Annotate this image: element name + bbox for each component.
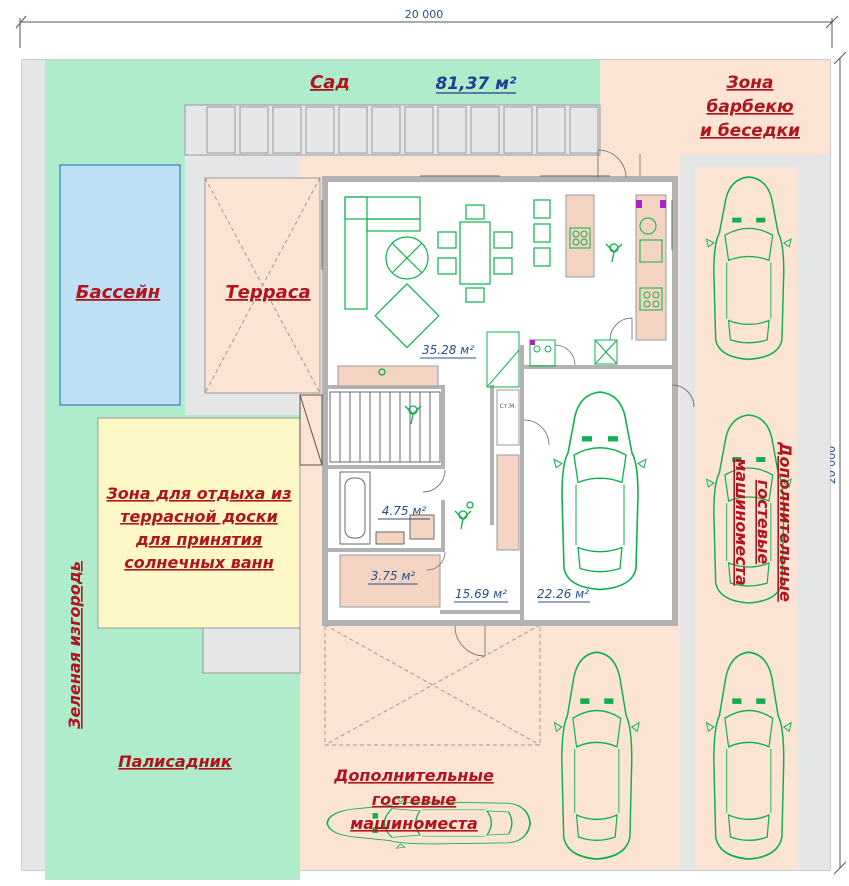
guest-parking-right-line-2: гостевые — [754, 480, 773, 565]
guest-parking-bottom-line-3: машиноместа — [350, 814, 478, 833]
guest-parking-right-line-1: Дополнительные — [776, 441, 795, 602]
hall-bench — [337, 365, 439, 387]
sun-deck — [97, 417, 301, 629]
sun-deck-label-line-4: солнечных ванн — [124, 553, 274, 572]
dimension-width-label: 20 000 — [405, 8, 444, 21]
guest-parking-right-line-3: машиноместа — [732, 458, 751, 586]
staircase — [329, 391, 441, 463]
gravel-strip-inner — [680, 155, 695, 870]
person-figures — [378, 243, 623, 530]
storage-cabinet — [339, 554, 441, 608]
dimension-right — [833, 51, 847, 875]
sun-deck-label-line-1: Зона для отдыха из — [105, 484, 291, 503]
utility-box — [486, 331, 618, 388]
gravel-patch — [202, 627, 301, 674]
bathroom-area-label: 4.75 м² — [382, 504, 427, 518]
living-furniture — [344, 196, 551, 349]
wardrobe — [496, 389, 520, 446]
bbq-label-line-3: и беседки — [700, 121, 800, 141]
terrace — [204, 177, 321, 394]
bbq-label-line-1: Зона — [726, 73, 774, 93]
guest-parking-right-label: Дополнительные гостевые машиноместа — [732, 441, 795, 602]
garden-label: Сад — [310, 72, 350, 93]
gravel-strip-right — [680, 155, 830, 167]
kitchen — [565, 194, 667, 341]
deck-slats — [184, 104, 601, 156]
living-area-label: 35.28 м² — [422, 343, 474, 357]
hedge-strip — [22, 60, 45, 870]
gravel-strip-edge — [798, 155, 830, 870]
hall-area-label: 15.69 м² — [455, 587, 507, 601]
hedge-label: Зеленая изгородь — [65, 561, 84, 730]
garden-area-label: 81,37 м² — [435, 74, 517, 94]
garage-area-label: 22.26 м² — [537, 587, 589, 601]
guest-parking-bottom-line-1: Дополнительные — [333, 766, 494, 785]
sun-deck-label-line-2: террасной доски — [120, 507, 278, 526]
sun-deck-label-line-3: для принятия — [135, 530, 262, 549]
guest-parking-bottom-line-2: гостевые — [372, 790, 457, 809]
dimension-top — [15, 15, 839, 48]
socket-marker — [530, 340, 535, 345]
terrace-door — [299, 394, 323, 466]
bbq-label-line-2: барбекю — [707, 97, 794, 117]
hall-cabinet — [496, 454, 520, 551]
storage-area-label: 3.75 м² — [371, 569, 416, 583]
pool — [59, 164, 181, 406]
bathroom-fixtures — [339, 471, 435, 545]
terrace-label: Терраса — [225, 282, 310, 303]
front-garden-label: Палисадник — [118, 752, 233, 771]
wardrobe-label: Ст.М. — [500, 403, 517, 410]
pool-label: Бассейн — [76, 282, 160, 303]
